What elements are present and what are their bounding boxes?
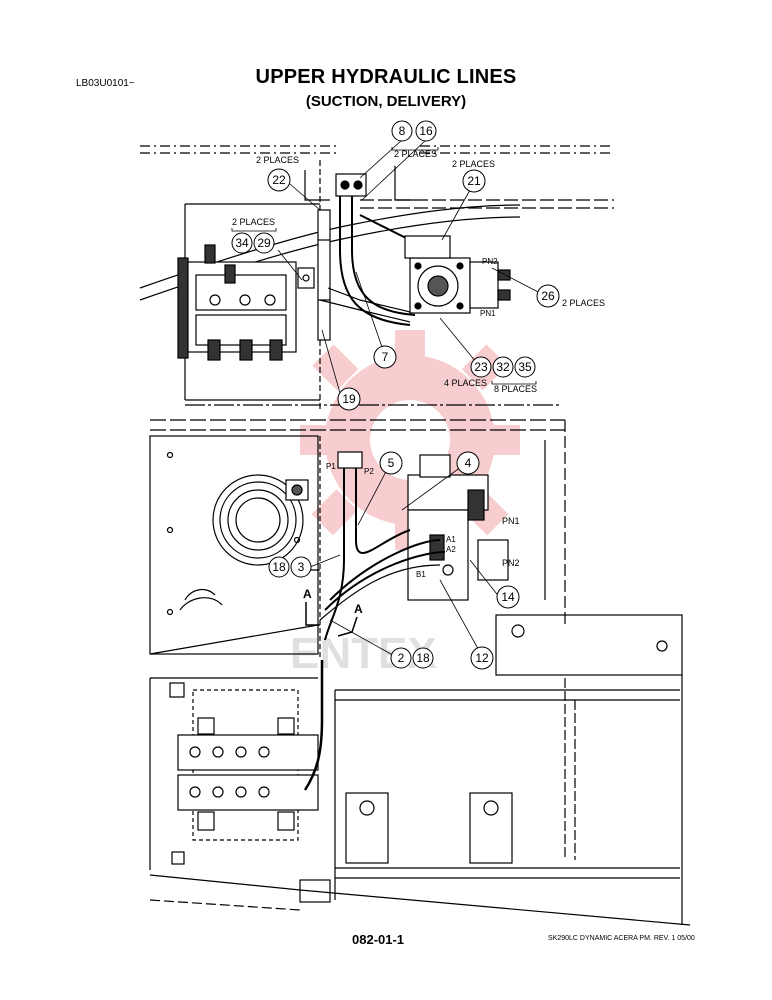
callout-8: 8: [399, 124, 406, 138]
port-labels: PN2 PN1 P1 P2 PN1 PN2 A1 A2 B1: [326, 257, 520, 579]
middle-frame: [149, 419, 566, 660]
note-23: 4 PLACES: [444, 378, 487, 388]
document-reference: SK290LC DYNAMIC ACERA PM. REV. 1 05/00: [548, 935, 695, 942]
callout-23: 23: [474, 360, 488, 374]
port-a2: A2: [446, 545, 456, 554]
note-8-16: 2 PLACES: [394, 149, 437, 159]
callout-18-upper: 18: [272, 560, 286, 574]
callout-16: 16: [419, 124, 433, 138]
lower-frame: [149, 675, 691, 926]
view-a-left: A: [303, 587, 312, 601]
port-pn1-top: PN1: [480, 309, 496, 318]
port-p2: P2: [364, 467, 374, 476]
callout-12: 12: [475, 651, 489, 665]
page-number: 082-01-1: [352, 932, 405, 947]
callout-labels: 8 16 22 21 34 29 26 7 23 32 35 19 5 4 18…: [235, 124, 555, 665]
note-34-29: 2 PLACES: [232, 217, 275, 227]
note-32-35: 8 PLACES: [494, 384, 537, 394]
swing-bearing: [179, 474, 309, 611]
view-a-markers: A A: [303, 587, 363, 637]
callout-34: 34: [235, 236, 249, 250]
callout-22: 22: [272, 173, 286, 187]
control-valve-top: [177, 244, 315, 361]
page-subtitle: (SUCTION, DELIVERY): [305, 93, 467, 110]
callout-7: 7: [382, 350, 389, 364]
callout-circles: [231, 120, 560, 670]
callout-35: 35: [518, 360, 532, 374]
callout-21: 21: [467, 174, 481, 188]
callout-14: 14: [501, 590, 515, 604]
control-valve-bottom: [169, 682, 331, 903]
port-p1: P1: [326, 462, 336, 471]
frame-lugs: [345, 792, 513, 864]
top-fitting-block: [304, 166, 414, 201]
callout-32: 32: [496, 360, 510, 374]
main-pump-top: [404, 235, 511, 314]
main-pump-middle: [407, 454, 509, 601]
pilot-hose-bottom: [303, 660, 324, 791]
pilot-fitting: [337, 451, 363, 469]
note-26: 2 PLACES: [562, 298, 605, 308]
callout-2: 2: [398, 651, 405, 665]
note-21: 2 PLACES: [452, 159, 495, 169]
port-pn2-top: PN2: [482, 257, 498, 266]
callout-4: 4: [465, 456, 472, 470]
delivery-hoses-middle: [300, 468, 446, 641]
document-code: LB03U0101~: [76, 78, 135, 89]
suction-bracket: [317, 209, 331, 341]
callout-5: 5: [388, 456, 395, 470]
port-b1: B1: [416, 570, 426, 579]
callout-19: 19: [342, 392, 356, 406]
note-brackets: [231, 147, 537, 385]
port-pn1-middle: PN1: [502, 516, 520, 526]
page-title: UPPER HYDRAULIC LINES: [255, 66, 517, 88]
quantity-notes: 2 PLACES 2 PLACES 2 PLACES 2 PLACES 2 PL…: [232, 149, 605, 394]
callout-18-lower: 18: [416, 651, 430, 665]
cross-beam: [149, 614, 683, 676]
leader-lines: [277, 139, 541, 659]
callout-3: 3: [298, 560, 305, 574]
port-pn2-middle: PN2: [502, 558, 520, 568]
view-a-right: A: [354, 602, 363, 616]
note-22: 2 PLACES: [256, 155, 299, 165]
callout-26: 26: [541, 289, 555, 303]
callout-29: 29: [257, 236, 271, 250]
port-a1: A1: [446, 535, 456, 544]
